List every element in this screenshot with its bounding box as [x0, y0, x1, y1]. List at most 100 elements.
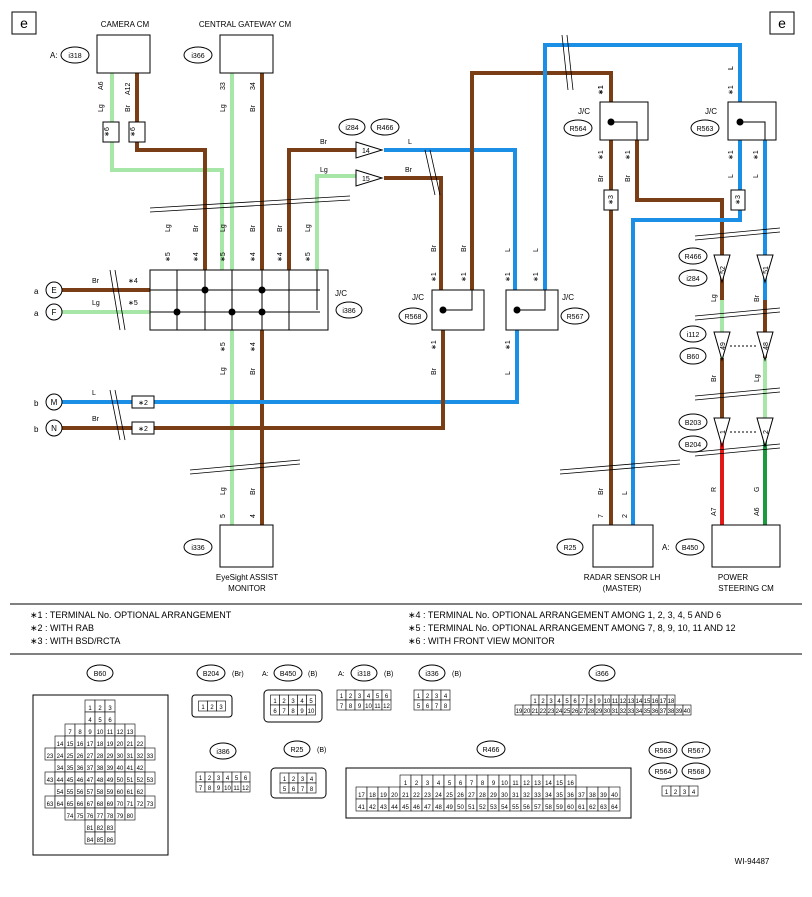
page-tag-left: e — [11, 11, 37, 35]
note-6: ∗6 : WITH FRONT VIEW MONITOR — [408, 636, 555, 646]
pin-number: 67 — [87, 802, 94, 808]
pin-number: 52 — [479, 805, 486, 811]
pin-number: 55 — [67, 790, 74, 796]
offpage-a-e-star: ∗4 — [128, 278, 138, 285]
pin-number: 32 — [137, 754, 144, 760]
pin-number: 1 — [665, 790, 669, 796]
pin-number: 7 — [199, 786, 203, 792]
pin-cell — [144, 795, 156, 809]
r568-star-a: ∗1 — [431, 272, 438, 282]
pin-number: 80 — [127, 814, 134, 820]
pin-number: 3 — [108, 706, 112, 712]
pin-number: 64 — [611, 805, 618, 811]
wire-color-l-14: L — [408, 139, 412, 146]
i386-star4-c: ∗4 — [277, 252, 284, 262]
pin-number: 12 — [620, 699, 627, 705]
pin-number: 6 — [273, 709, 277, 715]
r568-star-c: ∗1 — [431, 340, 438, 350]
pin-number: 52 — [137, 778, 144, 784]
pin-number: 61 — [578, 805, 585, 811]
r563-l-b: L — [753, 174, 760, 178]
offpage-b-n: b N Br ∗2 — [34, 416, 155, 437]
offpage-b-m-star: ∗2 — [138, 400, 148, 407]
wire-g: G — [754, 487, 761, 492]
offpage-b-m-side: b — [34, 399, 39, 408]
pin-number: 25 — [446, 793, 453, 799]
wire-lg-48: Lg — [754, 374, 761, 382]
pin-number: 31 — [127, 754, 134, 760]
pin-number: 7 — [340, 704, 344, 710]
pin-number: 14 — [57, 742, 64, 748]
pin-number: 4 — [444, 694, 448, 700]
pin-number: 82 — [97, 826, 104, 832]
pin-number: 13 — [628, 699, 635, 705]
pin-number: 21 — [402, 793, 409, 799]
pin-number: 15 — [644, 699, 651, 705]
pin-number: 6 — [108, 718, 112, 724]
cv-i336-color: (B) — [452, 671, 461, 678]
pin-cell — [440, 699, 451, 711]
central-gateway-cm-name: CENTRAL GATEWAY CM — [199, 20, 292, 29]
pin-number: 24 — [435, 793, 442, 799]
pin-number: 39 — [600, 793, 607, 799]
cv-b450-id: B450 — [280, 671, 296, 678]
pin-cell — [144, 747, 156, 761]
i386-br-b: Br — [250, 224, 257, 232]
pin-number: 4 — [557, 699, 561, 705]
cv-i366-top-id: i366 — [595, 671, 608, 678]
pin-cell — [608, 798, 621, 812]
pin-cam-a6: A6 — [98, 81, 105, 90]
pin-number: 36 — [567, 793, 574, 799]
pin-number: 3 — [358, 694, 362, 700]
pin-number: 11 — [374, 704, 381, 710]
pin-number: 63 — [600, 805, 607, 811]
junction-r567: J/C R567 ∗1 L ∗1 L ∗1 L — [505, 248, 590, 375]
note-2: ∗2 : WITH RAB — [30, 623, 95, 633]
pin-number: 5 — [448, 781, 452, 787]
pin-cell — [240, 781, 251, 793]
pin-number: 26 — [572, 709, 579, 715]
i386-star5-b: ∗5 — [220, 252, 227, 262]
i386-star4-b: ∗4 — [250, 252, 257, 262]
connector-r466-i284-lower: R466 i284 52 51 Lg Br — [678, 247, 774, 302]
i386-star4-a: ∗4 — [193, 252, 200, 262]
pin-number: 20 — [117, 742, 124, 748]
offpage-a-e-letter: E — [51, 286, 56, 295]
pin-number: 21 — [127, 742, 134, 748]
camera-cm-id: i318 — [68, 53, 81, 60]
i386-star5-a: ∗5 — [165, 252, 172, 262]
offpage-a-e-side: a — [34, 287, 39, 296]
pin-number: 43 — [380, 805, 387, 811]
eyesight-monitor: i336 EyeSight ASSIST MONITOR — [183, 524, 278, 593]
pin-number: 39 — [107, 766, 114, 772]
cv-r25-id: R25 — [291, 747, 304, 754]
pin-number: 8 — [589, 699, 593, 705]
pin-number: 74 — [67, 814, 74, 820]
pin-number: 38 — [668, 709, 675, 715]
note-4: ∗4 : TERMINAL No. OPTIONAL ARRANGEMENT A… — [408, 610, 722, 620]
pin-number: 27 — [87, 754, 94, 760]
pin-number: 49 — [107, 778, 114, 784]
cv-r568-id: R568 — [688, 769, 705, 776]
pin-number: 4 — [310, 777, 314, 783]
pin-rad-2: 2 — [622, 514, 629, 518]
pin-number: 9 — [492, 781, 496, 787]
pin-number: 5 — [309, 699, 313, 705]
pin-number: 58 — [545, 805, 552, 811]
pin-number: 3 — [683, 790, 687, 796]
offpage-a-e-color: Br — [92, 278, 100, 285]
pin-1: 1 — [720, 430, 727, 434]
pin-number: 19 — [380, 793, 387, 799]
pin-number: 12 — [383, 704, 390, 710]
pin-number: 7 — [301, 787, 305, 793]
pin-number: 40 — [611, 793, 618, 799]
pin-number: 3 — [217, 776, 221, 782]
pin-number: 85 — [97, 838, 104, 844]
power-steering-prefix: A: — [662, 543, 670, 552]
junction-r564-id: R564 — [570, 126, 587, 133]
pin-number: 61 — [127, 790, 134, 796]
pin-number: 41 — [127, 766, 134, 772]
page-tag-left-text: e — [20, 15, 28, 31]
